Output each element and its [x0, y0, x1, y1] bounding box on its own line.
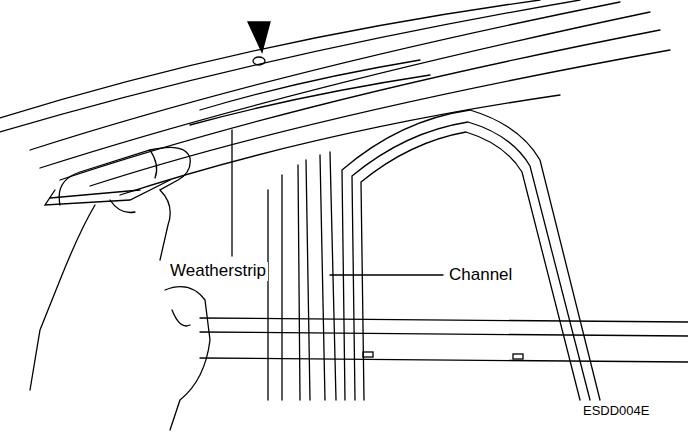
- roof-line: [40, 12, 650, 168]
- finger: [172, 310, 190, 326]
- channel-line: [281, 175, 282, 400]
- channel-line: [267, 190, 268, 400]
- finger: [110, 200, 135, 213]
- belt-line: [200, 318, 688, 322]
- hand: [165, 287, 210, 430]
- leader-line: [330, 274, 443, 275]
- hand: [59, 147, 190, 260]
- door-frame: [342, 110, 600, 400]
- roof-line: [90, 50, 670, 186]
- part-label: Weatherstrip: [168, 262, 268, 281]
- weatherstrip-edge: [200, 60, 420, 110]
- channel-line: [320, 155, 325, 400]
- weatherstrip-edge: [190, 75, 430, 125]
- channel-line: [298, 165, 300, 400]
- belt-line: [200, 332, 688, 336]
- door-frame: [352, 122, 590, 400]
- weatherstrip-end: [50, 190, 140, 198]
- channel-line: [306, 160, 310, 400]
- belt-slot: [513, 354, 523, 359]
- clip: [253, 57, 265, 65]
- leader-line: [231, 130, 232, 256]
- figure-code: ESDD004E: [581, 404, 651, 418]
- hand: [30, 205, 95, 390]
- channel-line: [330, 152, 336, 400]
- finger: [150, 150, 157, 178]
- roof-line: [0, 0, 540, 118]
- part-label: Channel: [447, 266, 514, 285]
- belt-line: [200, 358, 688, 362]
- pointer-arrow: [248, 22, 270, 52]
- belt-slot: [363, 352, 373, 357]
- weatherstrip-end: [45, 180, 170, 205]
- roof-line: [60, 30, 660, 180]
